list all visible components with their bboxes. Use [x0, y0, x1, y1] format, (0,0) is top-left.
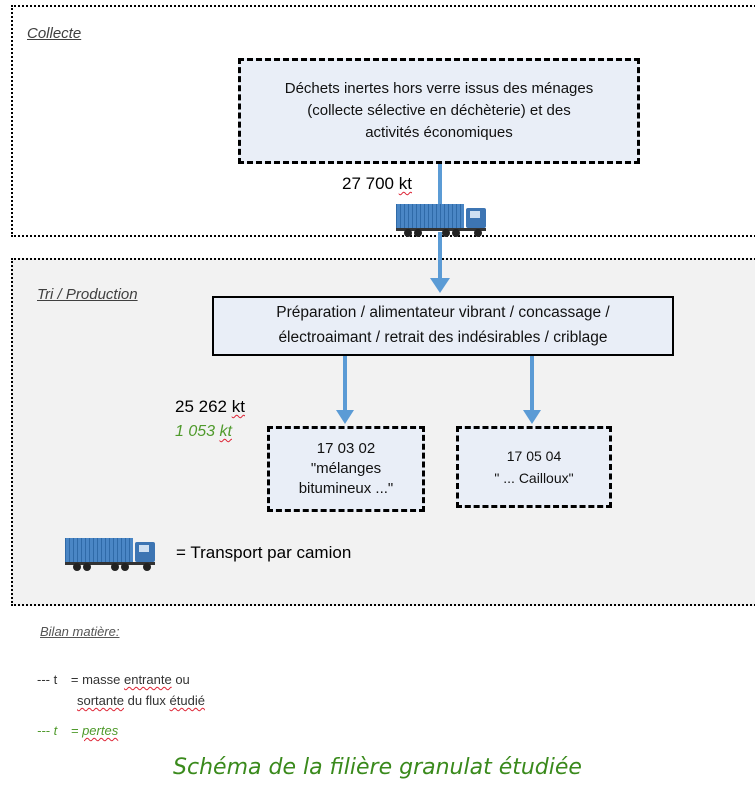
output-quantity-value: 25 262 — [175, 397, 227, 416]
output-quantity-unit: kt — [231, 397, 245, 416]
collect-arrowhead — [430, 278, 450, 293]
product-a-line-3: bitumineux ..." — [298, 480, 394, 498]
branch-arrowhead-b — [523, 410, 541, 424]
truck-legend-text: = Transport par camion — [176, 543, 352, 562]
loss-quantity-value: 1 053 — [175, 423, 216, 440]
tri-zone-title: Tri / Production — [37, 286, 138, 303]
collect-source-box: Déchets inertes hors verre issus des mén… — [238, 58, 640, 164]
collect-quantity: 27 700 kt — [342, 174, 412, 194]
legend-entry-loss: --- t = pertes — [37, 723, 118, 738]
collect-source-line-1: Déchets inertes hors verre issus des mén… — [284, 80, 594, 98]
legend-loss-symbol: --- t — [37, 723, 58, 738]
product-box-170302: 17 03 02 "mélanges bitumineux ..." — [267, 426, 425, 512]
legend-entry-l1-b: entrante — [123, 672, 172, 687]
legend-loss-text: pertes — [82, 723, 119, 738]
legend-entry-l1-a: masse — [82, 672, 121, 687]
legend-entry-mass-line2: sortante du flux étudié — [77, 693, 205, 708]
bilan-title: Bilan matière: — [40, 624, 120, 639]
product-box-170504: 17 05 04 " ... Cailloux" — [456, 426, 612, 508]
figure-caption: Schéma de la filière granulat étudiée — [173, 755, 582, 780]
legend-entry-mass: --- t = masse entrante ou — [37, 672, 190, 687]
legend-entry-l1-c: ou — [175, 672, 190, 687]
collect-quantity-unit: kt — [398, 174, 412, 193]
branch-arrowhead-a — [336, 410, 354, 424]
product-a-line-2: "mélanges — [310, 459, 382, 477]
legend-entry-eq: = — [70, 672, 79, 687]
legend-entry-l2-b: du flux — [127, 693, 166, 708]
collect-quantity-value: 27 700 — [342, 174, 394, 193]
loss-quantity-unit: kt — [219, 423, 232, 440]
product-a-code: 17 03 02 — [316, 439, 376, 457]
process-box: Préparation / alimentateur vibrant / con… — [212, 296, 674, 356]
product-b-code: 17 05 04 — [506, 447, 562, 464]
collect-source-line-3: activités économiques — [365, 123, 513, 141]
output-quantity: 25 262 kt — [175, 397, 245, 417]
truck-icon-legend — [65, 538, 155, 571]
collecte-zone-title: Collecte — [27, 25, 82, 42]
process-line-1: Préparation / alimentateur vibrant / con… — [276, 304, 610, 322]
collect-source-line-2: (collecte sélective en déchèterie) et de… — [307, 102, 571, 120]
loss-quantity: 1 053 kt — [175, 423, 232, 441]
legend-entry-l2-c: étudié — [169, 693, 205, 708]
legend-loss-eq: = — [70, 723, 79, 738]
product-b-line-2: " ... Cailloux" — [494, 470, 574, 486]
legend-entry-symbol: --- t — [37, 672, 58, 687]
legend-entry-l2-a: sortante — [77, 693, 124, 708]
process-line-2: électroaimant / retrait des indésirables… — [278, 329, 608, 346]
